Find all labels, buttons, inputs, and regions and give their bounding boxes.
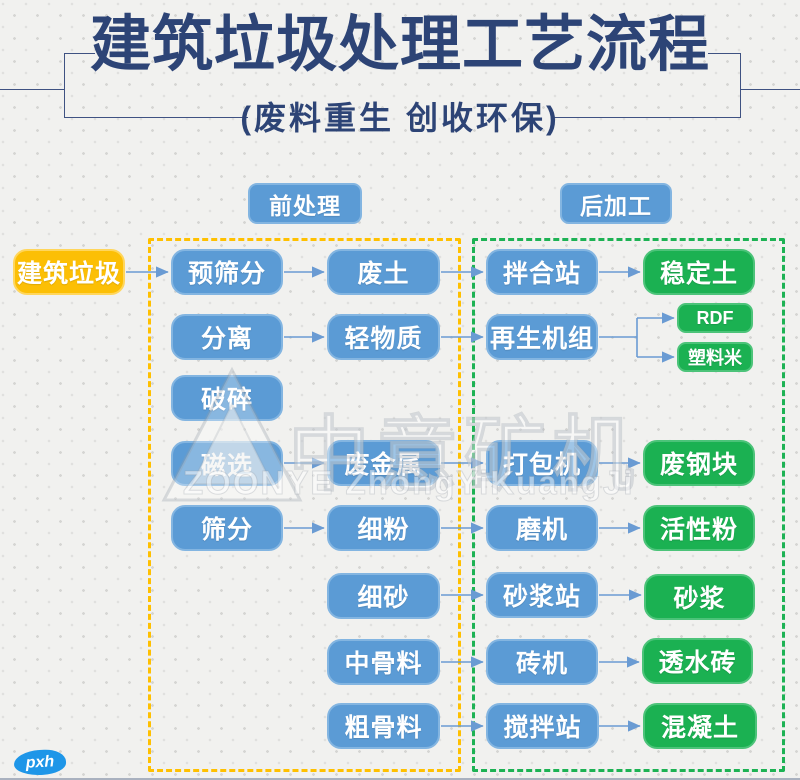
node-active-powder: 活性粉 (643, 505, 755, 551)
decor-line (551, 117, 740, 118)
node-label: 分离 (200, 325, 253, 353)
decor-line (0, 89, 64, 90)
node-label: 混凝土 (660, 714, 739, 742)
node-label: 后加工 (580, 192, 652, 219)
node-label: 活性粉 (659, 516, 738, 544)
decor-line (708, 53, 740, 54)
node-label: 粗骨料 (344, 714, 423, 742)
postprocess-frame (472, 238, 785, 772)
pretreatment-frame (148, 238, 461, 772)
node-brick-machine: 砖机 (486, 639, 598, 685)
node-label: 废金属 (344, 451, 423, 479)
node-label: 塑料米 (688, 348, 742, 368)
node-waste-soil: 废土 (327, 249, 440, 295)
node-label: 前处理 (269, 192, 341, 219)
node-label: 中骨料 (344, 650, 423, 678)
decor-line (64, 53, 65, 118)
node-light-material: 轻物质 (327, 314, 440, 360)
node-label: 废土 (357, 260, 410, 288)
node-coarse-aggregate: 粗骨料 (327, 703, 440, 749)
node-label: 再生机组 (489, 325, 594, 353)
node-pretreatment-label: 前处理 (248, 183, 362, 224)
node-fine-powder: 细粉 (327, 505, 440, 551)
node-stirring-station: 搅拌站 (486, 703, 599, 749)
node-label: 透水砖 (658, 649, 737, 677)
bottom-edge-line (0, 778, 800, 780)
node-label: 细粉 (357, 516, 410, 544)
node-label: 磨机 (515, 516, 568, 544)
decor-line (64, 53, 95, 54)
node-label: 砖机 (515, 650, 568, 678)
node-fine-sand: 细砂 (327, 573, 440, 619)
node-mortar-station: 砂浆站 (486, 572, 598, 618)
node-label: 拌合站 (502, 260, 581, 288)
node-label: 稳定土 (659, 260, 738, 288)
node-baler: 打包机 (486, 440, 598, 486)
node-label: 建筑垃圾 (16, 260, 121, 288)
node-waste-steel-block: 废钢块 (643, 440, 755, 486)
decor-line (740, 53, 741, 118)
node-label: 砂浆 (673, 585, 726, 613)
node-mill: 磨机 (486, 505, 598, 551)
node-label: 废钢块 (659, 451, 738, 479)
node-concrete: 混凝土 (643, 703, 757, 749)
node-postprocess-label: 后加工 (560, 183, 672, 224)
decor-line (64, 117, 248, 118)
node-label: 搅拌站 (503, 714, 582, 742)
page-title: 建筑垃圾处理工艺流程 (89, 10, 710, 78)
node-waste-metal: 废金属 (327, 440, 440, 486)
node-pre-screening: 预筛分 (171, 249, 283, 295)
node-label: 筛分 (200, 516, 253, 544)
page-subtitle: (废料重生 创收环保) (240, 100, 560, 136)
node-permeable-brick: 透水砖 (642, 638, 753, 684)
node-mixing-station: 拌合站 (486, 249, 598, 295)
node-label: 预筛分 (187, 260, 266, 288)
decor-line (740, 89, 800, 90)
node-plastic-pellets: 塑料米 (677, 342, 753, 372)
node-label: 轻物质 (344, 325, 423, 353)
node-construction-waste: 建筑垃圾 (13, 249, 125, 295)
node-label: 细砂 (357, 584, 410, 612)
node-separation: 分离 (171, 314, 283, 360)
node-rdf: RDF (677, 303, 753, 333)
node-screening: 筛分 (171, 505, 283, 551)
node-regeneration-unit: 再生机组 (486, 314, 598, 360)
node-label: 砂浆站 (502, 583, 581, 611)
node-label: RDF (696, 307, 734, 328)
node-stabilized-soil: 稳定土 (643, 249, 755, 295)
node-medium-aggregate: 中骨料 (327, 639, 440, 685)
node-mortar: 砂浆 (644, 574, 755, 620)
node-label: 打包机 (502, 451, 581, 479)
